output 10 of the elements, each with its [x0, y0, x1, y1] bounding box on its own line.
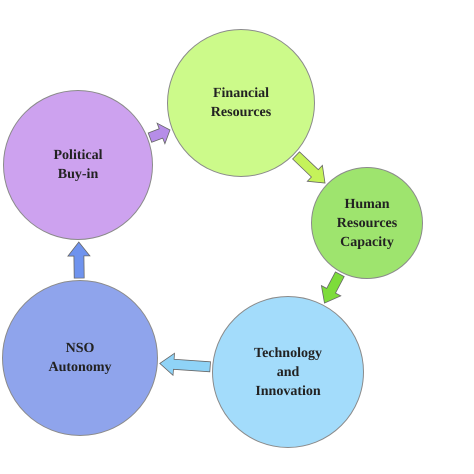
block-arrow	[148, 122, 170, 145]
block-arrow	[159, 352, 211, 376]
node-label: Human Resources Capacity	[336, 196, 398, 252]
block-arrow	[320, 271, 345, 304]
node-label: NSO Autonomy	[47, 340, 112, 377]
node-label: Technology and Innovation	[253, 344, 323, 400]
block-arrow	[67, 241, 91, 278]
node-label: Political Buy-in	[52, 147, 104, 184]
block-arrow	[292, 151, 326, 184]
node-label: Financial Resources	[210, 85, 272, 122]
